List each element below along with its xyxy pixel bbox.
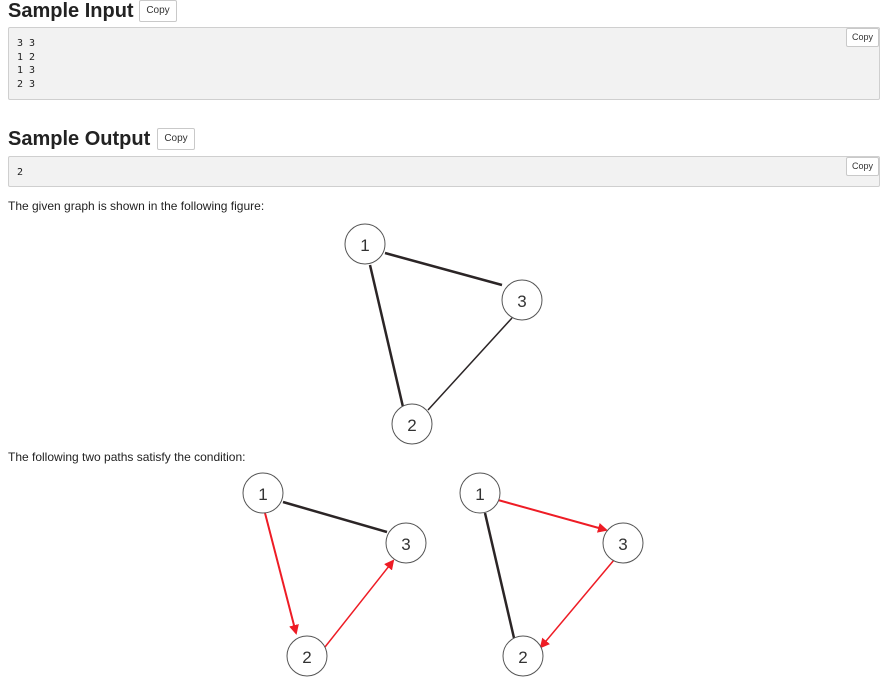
node-1 bbox=[459, 472, 501, 514]
node-2 bbox=[286, 635, 328, 677]
node-3-label: 3 bbox=[618, 535, 627, 554]
edge-1-2 bbox=[368, 264, 405, 408]
sample-output-content: 2 bbox=[17, 167, 24, 178]
paths-description: The following two paths satisfy the cond… bbox=[8, 450, 246, 464]
edge-2-3-path bbox=[324, 559, 395, 648]
sample-input-content: 3 3 1 2 1 3 2 3 bbox=[17, 38, 36, 90]
node-2 bbox=[391, 403, 433, 445]
sample-input-box-copy-button[interactable]: Copy bbox=[846, 28, 879, 47]
node-2 bbox=[502, 635, 544, 677]
node-2-label: 2 bbox=[302, 648, 311, 667]
graph-undirected: 1 3 2 bbox=[344, 223, 543, 445]
sample-output-box-copy-button[interactable]: Copy bbox=[846, 157, 879, 176]
sample-output-copy-button[interactable]: Copy bbox=[157, 128, 195, 150]
node-1 bbox=[344, 223, 386, 265]
graph-path-a: 1 3 2 bbox=[242, 472, 427, 677]
graph-path-b: 1 3 2 bbox=[459, 472, 644, 677]
sample-input-box: 3 3 1 2 1 3 2 3 Copy bbox=[8, 27, 880, 100]
node-1-label: 1 bbox=[360, 236, 369, 255]
graph-description: The given graph is shown in the followin… bbox=[8, 199, 265, 213]
edge-1-3 bbox=[282, 500, 388, 534]
node-2-label: 2 bbox=[518, 648, 527, 667]
node-2-label: 2 bbox=[407, 416, 416, 435]
node-3 bbox=[385, 522, 427, 564]
sample-input-copy-button[interactable]: Copy bbox=[139, 0, 177, 22]
sample-input-heading: Sample Input 1 bbox=[8, 0, 151, 22]
sample-output-heading: Sample Output 1 bbox=[8, 128, 167, 150]
sample-output-box: 2 Copy bbox=[8, 156, 880, 187]
edge-3-2-path bbox=[539, 559, 615, 649]
edge-3-2 bbox=[427, 317, 513, 411]
node-1-label: 1 bbox=[475, 485, 484, 504]
edge-1-3-path bbox=[497, 499, 608, 533]
node-3-label: 3 bbox=[517, 292, 526, 311]
edge-1-2 bbox=[483, 512, 516, 639]
node-3-label: 3 bbox=[401, 535, 410, 554]
edge-1-3 bbox=[384, 251, 503, 287]
node-1 bbox=[242, 472, 284, 514]
node-3 bbox=[602, 522, 644, 564]
node-3 bbox=[501, 279, 543, 321]
node-1-label: 1 bbox=[258, 485, 267, 504]
edge-1-2-path bbox=[264, 512, 299, 635]
